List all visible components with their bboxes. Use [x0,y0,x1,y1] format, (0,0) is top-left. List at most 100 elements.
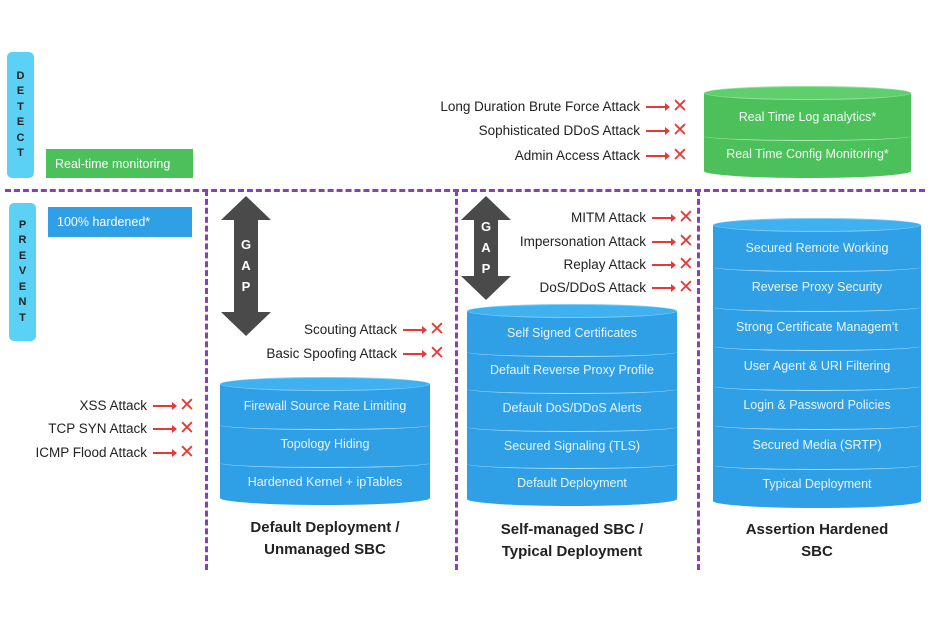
blocked-x-icon: ✕ [678,231,694,252]
attack-item: XSS Attack ✕ [79,395,195,416]
arrow-icon [153,424,177,433]
blocked-x-icon: ✕ [678,254,694,275]
column-title: Default Deployment / Unmanaged SBC [215,517,435,561]
blocked-x-icon: ✕ [672,120,688,141]
detect-section-label: D E T E C T [7,52,34,178]
stack-layer: Real Time Config Monitoring* [704,136,911,174]
arrow-icon [652,283,676,292]
detect-letter: T [17,147,24,159]
column-title-line: Assertion Hardened [745,521,889,538]
blocked-x-icon: ✕ [179,395,195,416]
blocked-x-icon: ✕ [672,96,688,117]
assertion-hardened-stack: Secured Remote Working Reverse Proxy Sec… [713,218,921,508]
blocked-x-icon: ✕ [678,207,694,228]
column-title: Self-managed SBC / Typical Deployment [462,519,682,563]
attack-item: Long Duration Brute Force Attack ✕ [440,96,688,117]
prevent-letter: E [18,280,27,293]
column-title-line: Unmanaged SBC [264,541,386,558]
gap-letter: P [241,279,251,294]
attack-label: DoS/DDoS Attack [539,280,646,295]
attack-label: MITM Attack [570,210,646,225]
column-title-line: SBC [801,543,833,560]
arrow-icon [153,401,177,410]
attack-label: Replay Attack [563,257,646,272]
attack-label: Impersonation Attack [519,234,646,249]
attack-label: Admin Access Attack [514,148,640,163]
prevent-letter: N [18,296,27,309]
detect-stack: Real Time Log analytics* Real Time Confi… [704,86,911,178]
stack-layer: User Agent & URI Filtering [713,346,921,385]
gap-letter: P [481,261,491,276]
column-title: Assertion Hardened SBC [707,519,927,563]
prevent-section-label: P R E V E N T [9,203,36,341]
real-time-monitoring-tag: Real-time monitoring [46,149,193,178]
stack-layer: Real Time Log analytics* [738,109,877,124]
attack-label: XSS Attack [79,398,147,413]
blocked-x-icon: ✕ [179,442,195,463]
prevent-letter: R [18,234,27,247]
stack-layer: Secured Signaling (TLS) [467,427,677,465]
self-managed-stack: Self Signed Certificates Default Reverse… [467,304,677,506]
gap-arrow: G A P [461,196,511,300]
blocked-x-icon: ✕ [429,343,445,364]
attack-label: Basic Spoofing Attack [266,346,397,361]
column-title-line: Self-managed SBC / [500,521,644,538]
arrow-icon [646,126,670,135]
attack-item: DoS/DDoS Attack ✕ [539,277,694,298]
stack-layer: Typical Deployment [713,465,921,504]
blocked-x-icon: ✕ [179,418,195,439]
double-arrow-icon [221,196,271,336]
attack-label: Sophisticated DDoS Attack [478,123,640,138]
arrow-icon [652,237,676,246]
gap-letter: A [241,258,251,273]
gap-letter: G [240,237,252,252]
arrow-icon [652,213,676,222]
stack-layer: Firewall Source Rate Limiting [243,399,407,413]
stack-layer: Secured Media (SRTP) [713,425,921,464]
hardened-tag: 100% hardened* [48,207,192,237]
stack-layer: Self Signed Certificates [507,325,637,340]
attack-item: Sophisticated DDoS Attack ✕ [478,120,688,141]
stack-layer: Default Deployment [467,464,677,502]
prevent-letter: E [18,249,27,262]
attack-item: ICMP Flood Attack ✕ [35,442,195,463]
stack-layer: Default DoS/DDoS Alerts [467,389,677,427]
arrow-icon [646,151,670,160]
attack-item: Basic Spoofing Attack ✕ [266,343,445,364]
attack-item: Impersonation Attack ✕ [519,231,694,252]
arrow-icon [153,448,177,457]
arrow-icon [403,325,427,334]
prevent-letter: T [19,311,26,324]
arrow-icon [403,349,427,358]
attack-label: TCP SYN Attack [48,421,147,436]
attack-label: Scouting Attack [303,322,397,337]
blocked-x-icon: ✕ [678,277,694,298]
gap-letter: A [481,240,491,255]
stack-layer: Reverse Proxy Security [713,267,921,306]
arrow-icon [652,260,676,269]
detect-prevent-divider [5,189,925,192]
column-divider-1 [205,190,208,570]
detect-letter: D [16,69,25,82]
blocked-x-icon: ✕ [429,319,445,340]
arrow-icon [646,102,670,111]
blocked-x-icon: ✕ [672,145,688,166]
stack-layer: Topology Hiding [220,425,430,463]
column-divider-3 [697,190,700,570]
stack-layer: Secured Remote Working [745,240,889,255]
prevent-letter: P [18,218,27,231]
attack-item: Scouting Attack ✕ [303,319,445,340]
detect-letter: T [17,100,24,113]
column-title-line: Default Deployment / [250,519,400,536]
stack-layer: Default Reverse Proxy Profile [467,352,677,390]
detect-letter: E [16,85,25,97]
stack-layer: Strong Certificate Managem’t [713,307,921,346]
attack-item: TCP SYN Attack ✕ [48,418,195,439]
gap-arrow: G A P [221,196,271,336]
gap-letter: G [480,219,492,234]
detect-letter: E [16,116,25,128]
attack-item: Replay Attack ✕ [563,254,694,275]
column-divider-2 [455,190,458,570]
attack-label: Long Duration Brute Force Attack [440,99,640,114]
default-deployment-stack: Firewall Source Rate Limiting Topology H… [220,377,430,505]
